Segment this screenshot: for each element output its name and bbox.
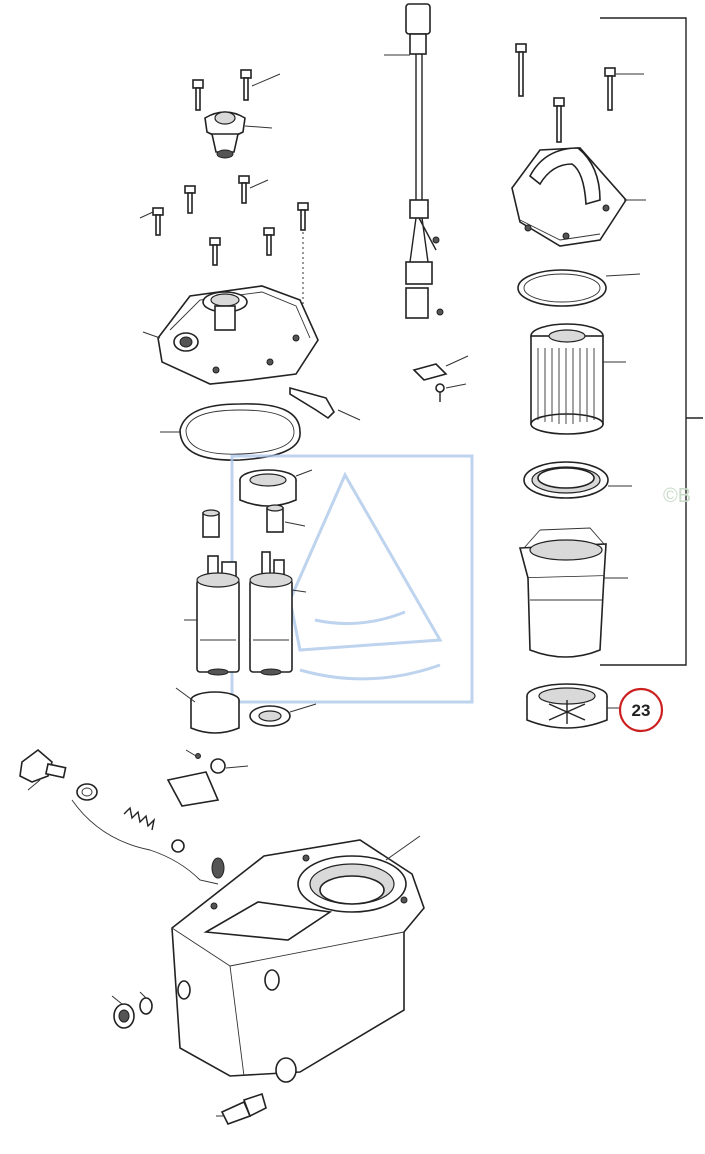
bolt	[240, 69, 252, 101]
valve-washer	[76, 783, 98, 801]
wiring-harness	[384, 3, 444, 319]
valve-group-bracket	[71, 799, 219, 885]
valve-plug	[211, 857, 225, 879]
check-valve-fitting	[19, 748, 67, 791]
fuel-pump-right	[249, 551, 307, 676]
valve-spring	[123, 806, 156, 831]
filter-base-cap-part-23	[526, 683, 624, 729]
top-cover-housing	[142, 285, 361, 421]
main-reservoir-housing	[171, 835, 425, 1083]
filter-o-ring-upper	[517, 269, 641, 307]
copyright-watermark: ©B	[663, 485, 691, 507]
bolt	[192, 79, 204, 111]
drain-o-ring	[139, 991, 153, 1015]
filter-element	[530, 323, 626, 435]
callout-23: 23	[618, 687, 664, 733]
pump-bracket-clip	[166, 749, 249, 807]
pump-seal-ring	[249, 703, 317, 727]
pressure-regulator	[192, 69, 281, 159]
outlet-fitting	[216, 1092, 267, 1125]
filter-assembly-bracket	[600, 17, 703, 666]
housing-gasket	[160, 403, 301, 461]
valve-ball	[171, 839, 185, 853]
filter-bowl	[518, 527, 628, 658]
fuel-pump-left	[184, 555, 240, 676]
cover-bolts	[139, 175, 309, 310]
small-gasket	[412, 355, 469, 381]
small-screw	[435, 383, 467, 402]
filter-o-ring-lower	[523, 461, 632, 499]
pump-cap	[239, 469, 313, 507]
callout-23-label: 23	[632, 701, 651, 720]
sleeve-left	[202, 509, 220, 538]
filter-cover-bolts	[515, 43, 644, 143]
sleeve-right	[266, 504, 306, 533]
drain-plug	[111, 995, 135, 1029]
pump-filter-sleeve	[175, 687, 240, 734]
filter-cover	[511, 147, 646, 247]
